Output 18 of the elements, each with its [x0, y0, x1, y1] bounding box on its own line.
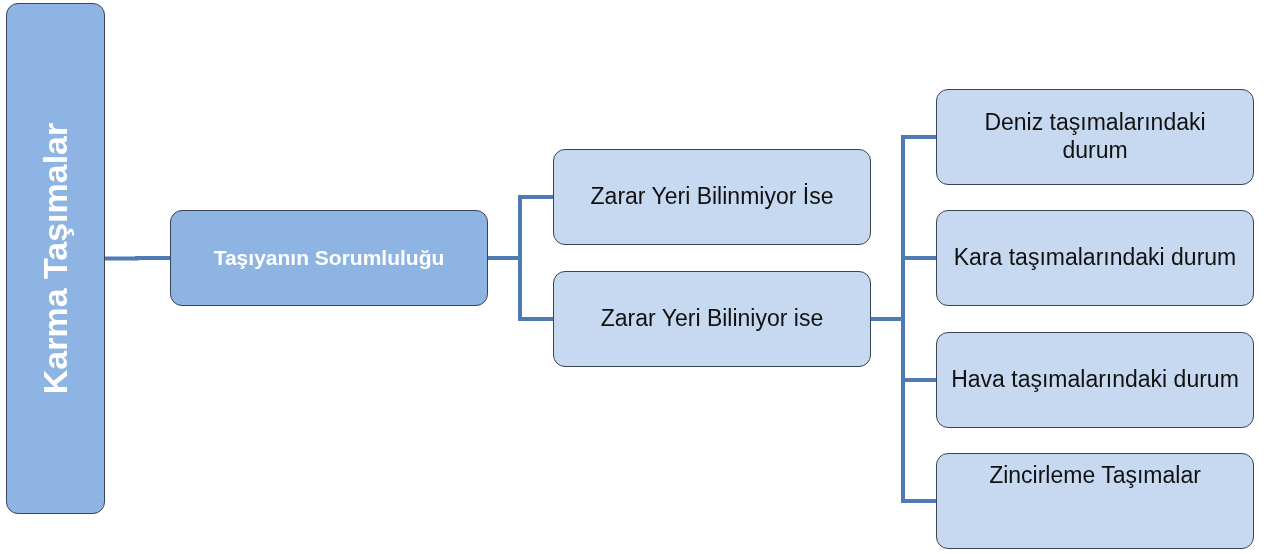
- node-label: Hava taşımalarındaki durum: [951, 366, 1239, 394]
- process-box: [553, 271, 871, 367]
- process-box: [936, 210, 1254, 306]
- node-label: Zarar Yeri Bilinmiyor İse: [590, 183, 834, 211]
- connector-line: [105, 256, 170, 261]
- process-box: [170, 210, 488, 306]
- node-label: Karma Taşımalar: [36, 122, 75, 395]
- process-box: [936, 453, 1254, 549]
- node-label: Deniz taşımalarındaki durum: [983, 109, 1207, 165]
- connector-line: [488, 256, 553, 321]
- node-label: Taşıyanın Sorumluluğu: [213, 245, 445, 271]
- vertical-title-box: [6, 3, 105, 514]
- node-label: Kara taşımalarındaki durum: [953, 244, 1237, 272]
- process-box: [936, 89, 1254, 185]
- process-box: [553, 149, 871, 245]
- process-box: [936, 332, 1254, 428]
- node-label: Zarar Yeri Biliniyor ise: [600, 305, 824, 333]
- node-label: Zincirleme Taşımalar: [989, 462, 1201, 490]
